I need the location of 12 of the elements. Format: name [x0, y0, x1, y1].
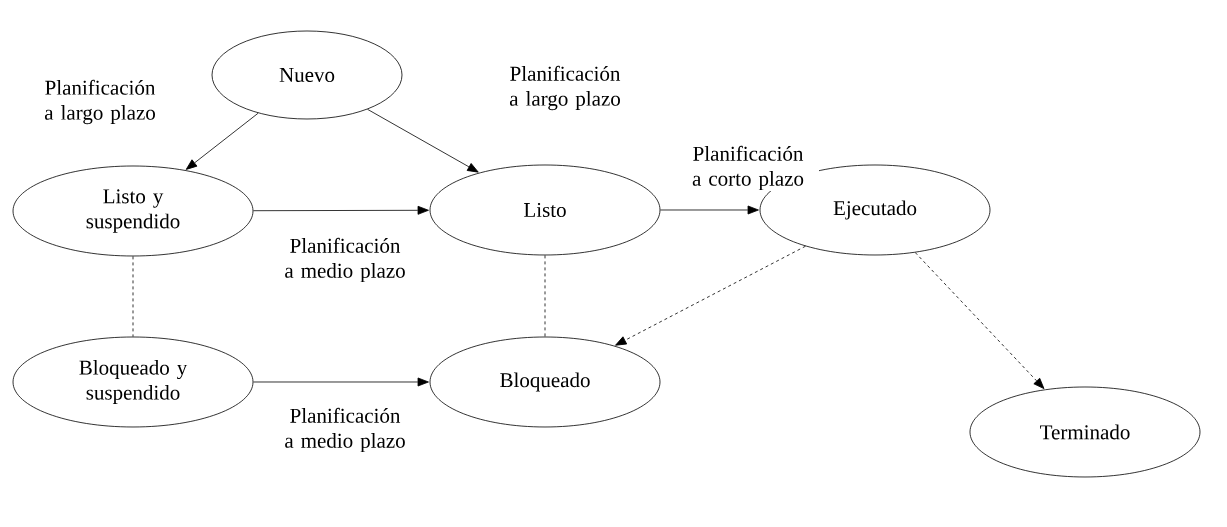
edge-label: Planificación a medio plazo: [274, 236, 416, 284]
arrow: [185, 112, 259, 170]
arrow: [253, 205, 429, 215]
arrow: [615, 245, 806, 346]
arrow: [914, 252, 1045, 389]
arrow: [253, 377, 429, 387]
arrow: [367, 108, 479, 173]
edge-label: Planificación a medio plazo: [274, 406, 416, 454]
edge-label: Planificación a largo plazo: [29, 78, 171, 126]
arrow: [660, 205, 759, 215]
edge-label: Planificación a corto plazo: [677, 144, 819, 192]
edge-label: Planificación a largo plazo: [494, 64, 636, 112]
